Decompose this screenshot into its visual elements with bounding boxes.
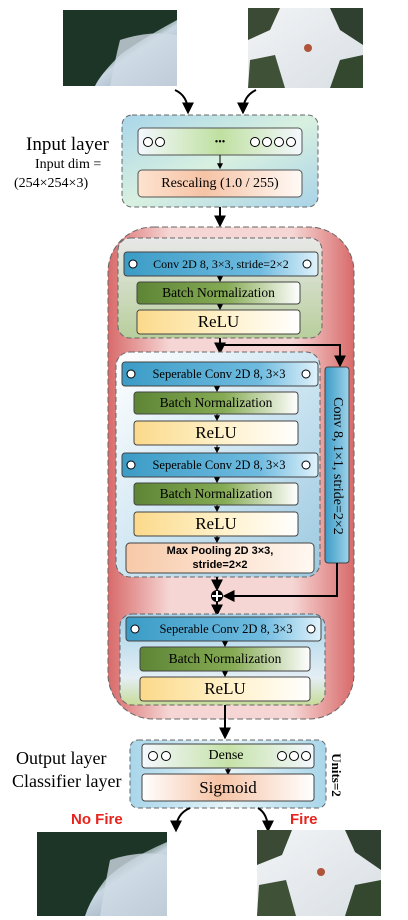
block2-sepconv1: Seperable Conv 2D 8, 3×3 [152,366,286,381]
arrow-to-fire [257,807,274,833]
arrow-input-right [237,89,257,115]
fire-label: Fire [290,811,318,828]
input-layer-box [121,114,319,208]
output-image-no-fire [37,832,167,916]
no-fire-label: No Fire [71,811,123,828]
arrow-to-nofire [170,807,191,833]
block3-sepconv: Seperable Conv 2D 8, 3×3 [159,621,293,636]
shortcut-conv-label: Conv 8, 1×1, stride=2×2 [330,397,345,535]
block1-relu: ReLU [197,312,240,331]
block2-maxpool-line1: Max Pooling 2D 3×3, [166,545,274,557]
input-dim-label: Input dim = [35,157,102,172]
block2-batch-norm1: Batch Normalization [159,395,273,410]
input-image-snow-forest [248,8,363,88]
block2-maxpool-line2: stride=2×2 [192,559,248,571]
block2-sepconv2: Seperable Conv 2D 8, 3×3 [152,457,286,472]
sigmoid-layer: Sigmoid [199,777,257,797]
block2-batch-norm2: Batch Normalization [159,486,273,501]
input-layer-title: Input layer [26,134,109,155]
input-image-lake [63,10,177,86]
rescaling-layer: Rescaling (1.0 / 255) [161,175,279,191]
classifier-layer-title: Classifier layer [12,771,122,791]
output-layer-box [129,739,327,809]
block1-container [117,237,323,339]
output-image-fire [257,830,381,916]
arrow-shortcut-to-add [222,563,338,602]
input-dim-value: (254×254×3) [14,176,89,191]
dense-layer: Dense [208,748,244,763]
block2-relu1: ReLU [195,423,237,442]
block1-conv2d: Conv 2D 8, 3×3, stride=2×2 [153,256,289,271]
arrow-to-shortcut [220,344,346,368]
block1-batch-norm: Batch Normalization [162,285,275,300]
block3-batch-norm: Batch Normalization [168,651,282,666]
units-label: Units=2 [329,753,344,797]
block2-relu2: ReLU [195,514,237,533]
output-layer-title: Output layer [16,748,107,768]
block3-container [119,613,326,706]
input-neurons-ellipsis: ••• [214,136,226,148]
block3-relu: ReLU [204,679,246,698]
arrow-input-left [174,89,194,115]
